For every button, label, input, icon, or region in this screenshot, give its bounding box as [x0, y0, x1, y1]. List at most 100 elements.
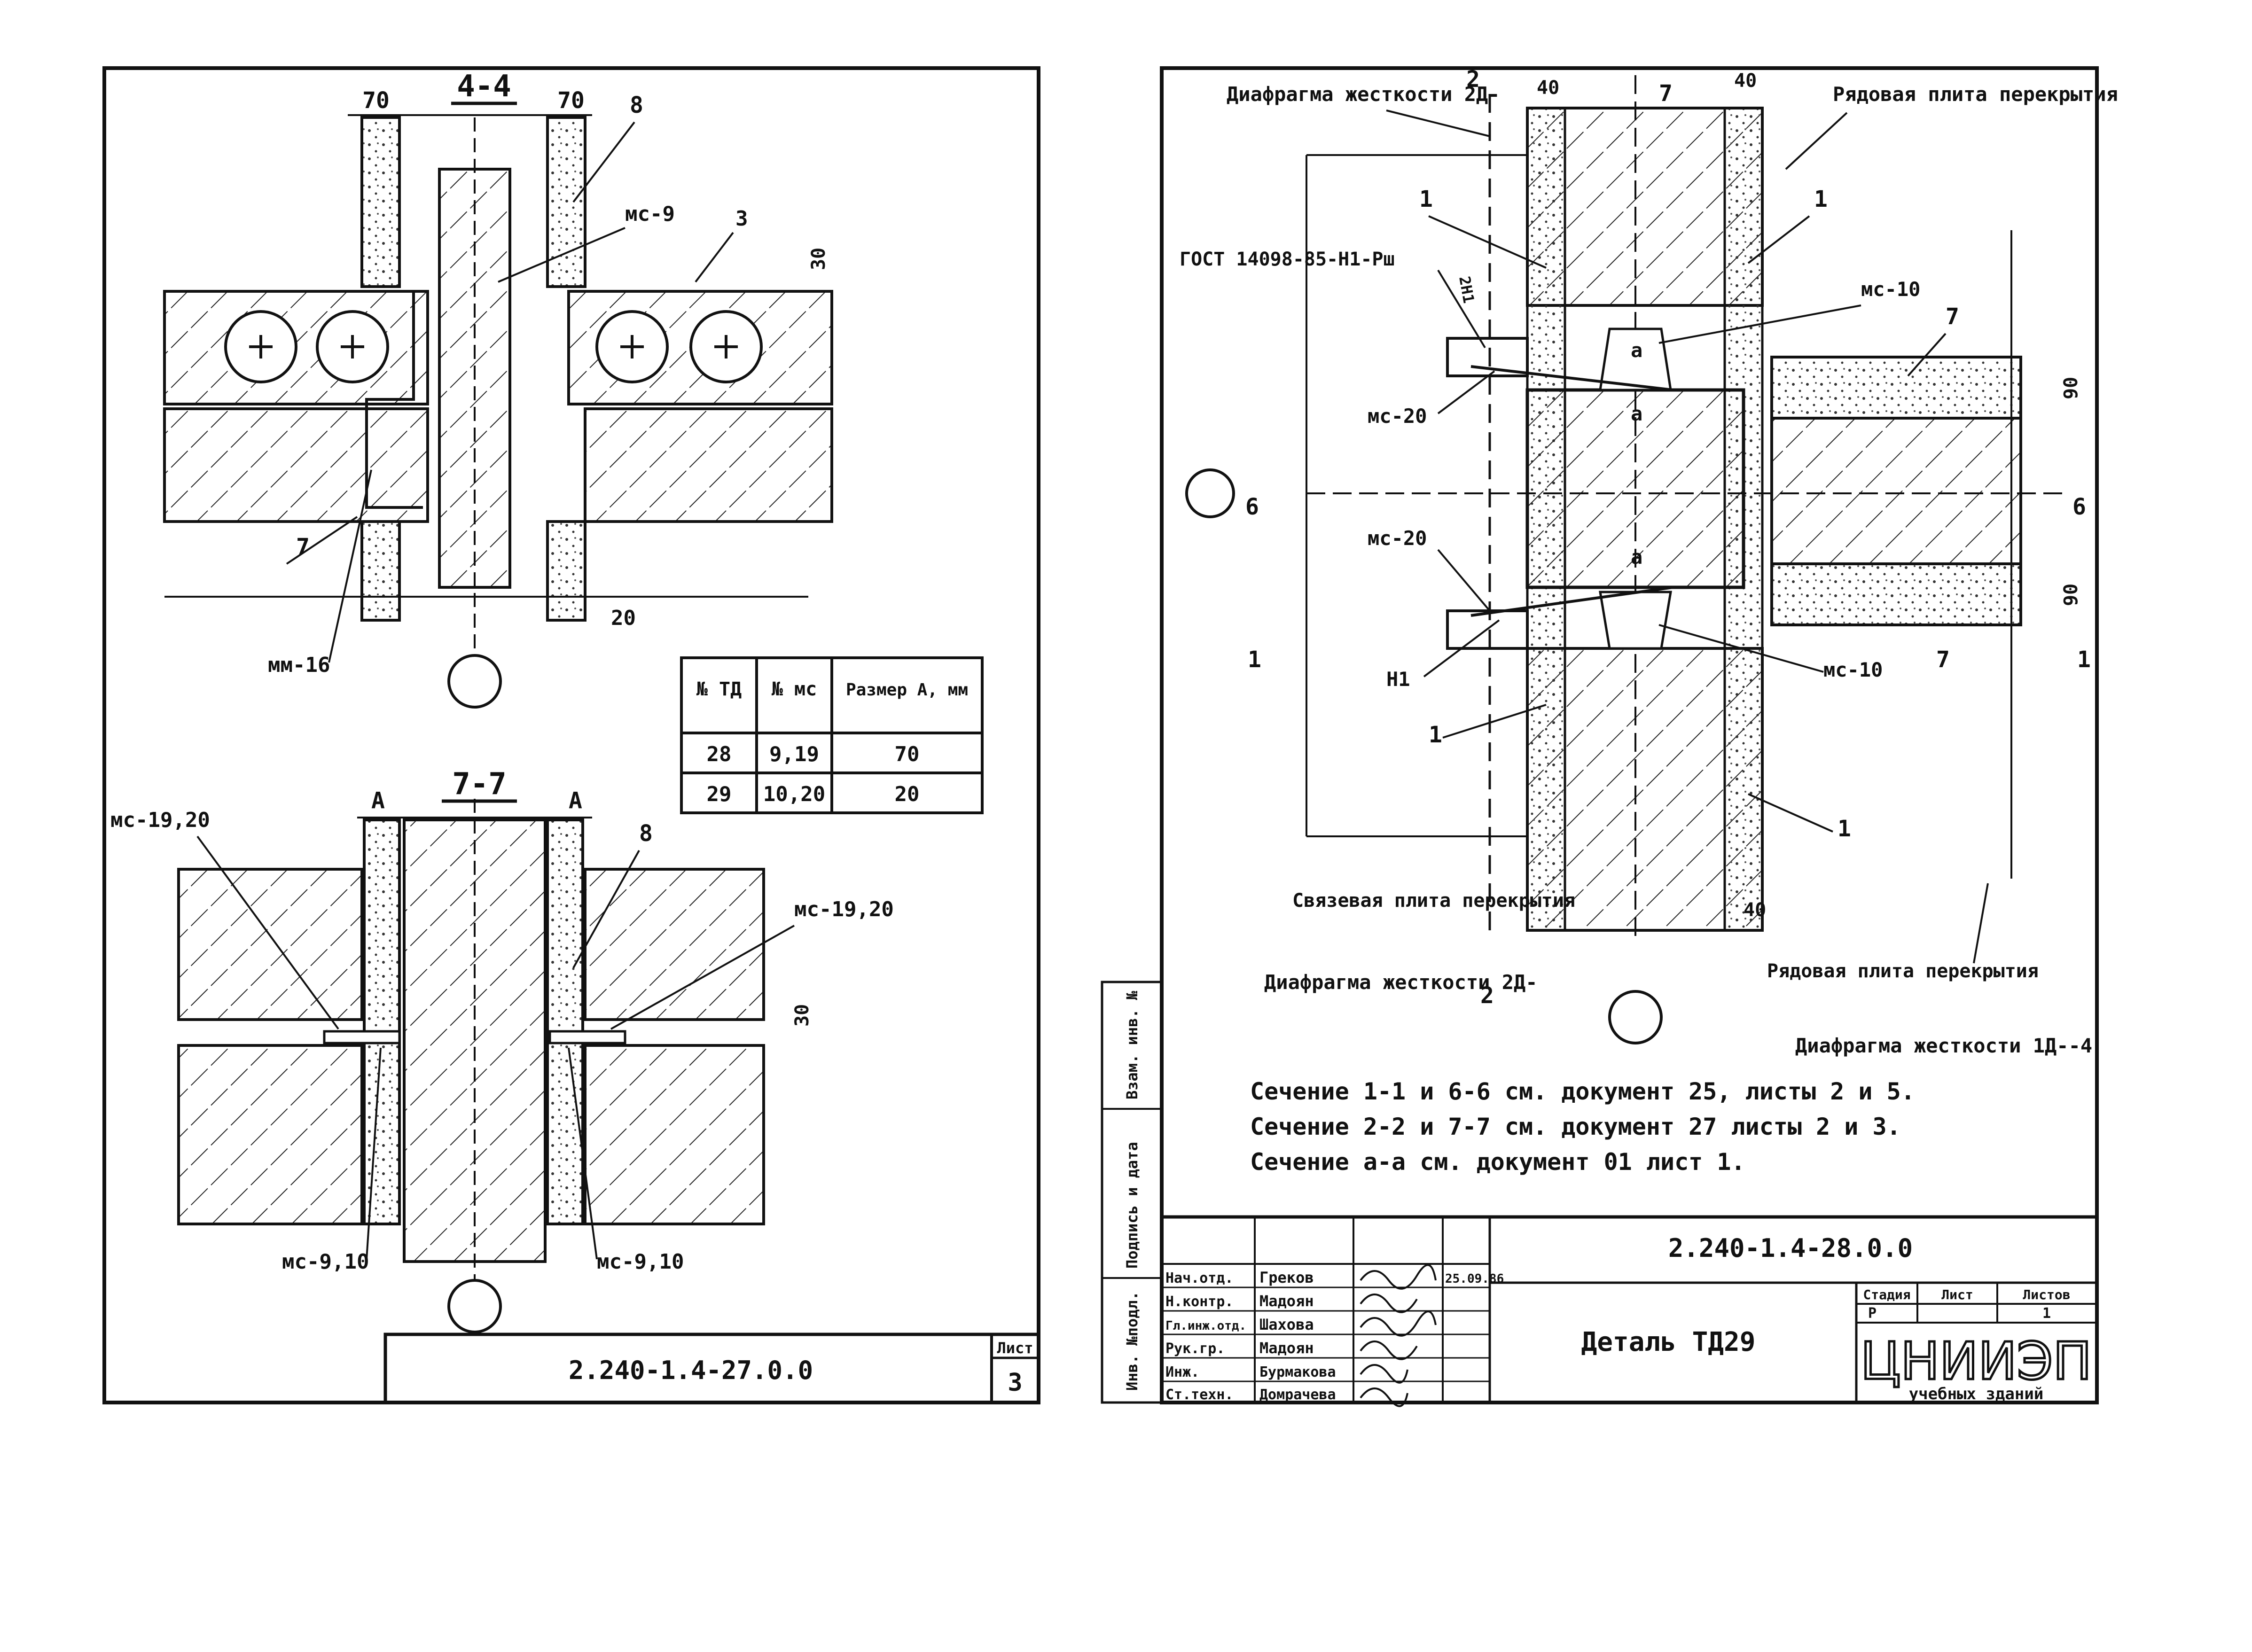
dim-40-a: 40 [1537, 77, 1559, 99]
leader-n1 [1423, 619, 1500, 678]
leader-mc10-top [1658, 304, 1861, 344]
label-a-top: а [1631, 339, 1642, 362]
table-header-size: Размер А, мм [846, 680, 968, 700]
leader-mc1920-left [196, 835, 339, 1030]
label-a-mid: а [1631, 402, 1642, 425]
label-diaphragm-2d-bottom: Диафрагма жесткости 2Д- [1264, 971, 1538, 994]
section-4-4-title: 4-4 [457, 69, 511, 104]
dim-90-bottom: 90 [2060, 584, 2082, 606]
table-r1-mc: 9,19 [769, 742, 819, 766]
label-mc1920-left: мс-19,20 [110, 808, 210, 832]
org-subtitle: учебных зданий [1909, 1385, 2044, 1403]
right-sheet: Инв. №подл. Подпись и дата Взам. инв. № [1101, 66, 2118, 1407]
leader-mc9 [498, 227, 626, 283]
label-n1: Н1 [1386, 668, 1410, 691]
name-1: Мадоян [1259, 1292, 1314, 1310]
org-logo: ЦНИИЭП [1861, 1331, 2092, 1391]
leader-8-7-7 [572, 850, 640, 968]
right-drawing-code: 2.240-1.4-28.0.0 [1668, 1233, 1913, 1263]
stamp-vzam-inv: Взам. инв. № [1123, 990, 1141, 1099]
table-r1-td: 28 [707, 742, 732, 766]
lower-wall-right [546, 520, 586, 622]
leader-8 [572, 121, 635, 203]
left-sheet-number: 3 [1008, 1369, 1022, 1397]
stamp-inv-podl: Инв. №подл. [1123, 1291, 1141, 1391]
anchor-lower [1599, 591, 1672, 650]
leader-diaphragm-top [1386, 109, 1490, 137]
detail-td29: Диафрагма жесткости 2Д- 2 40 7 40 Рядова… [1180, 66, 2118, 1057]
signatures [1360, 1264, 1437, 1407]
label-mc910-right: мс-9,10 [597, 1250, 684, 1274]
rod-lower [1470, 586, 1673, 617]
role-4: Инж. [1165, 1364, 1199, 1380]
table-header-td: № ТД [696, 678, 742, 700]
role-1: Н.контр. [1165, 1294, 1234, 1310]
note-3: Сечение а-а см. документ 01 лист 1. [1250, 1148, 1745, 1176]
slab-void-icons [224, 310, 763, 383]
sign-date: 25.09.86 [1445, 1272, 1504, 1286]
right-titleblock: 2.240-1.4-28.0.0 Нач.отд. Н.контр. Гл.ин… [1160, 1215, 2099, 1407]
leader-gost [1437, 269, 1486, 349]
section-marker-right-bottom [1608, 990, 1663, 1044]
label-diaphragm-2d-top: Диафрагма жесткости 2Д- [1227, 83, 1500, 106]
leader-row-slab-bottom [1973, 883, 1989, 964]
rod-upper [1470, 365, 1673, 391]
dim-40-b: 40 [1734, 70, 1757, 92]
stage-value: Р [1868, 1305, 1877, 1322]
sheets-label: Листов [2023, 1287, 2070, 1302]
label-a-bottom: а [1631, 545, 1642, 569]
label-tie-slab: Связевая плита перекрытия [1292, 890, 1575, 912]
leader-7 [286, 516, 358, 565]
role-0: Нач.отд. [1165, 1270, 1234, 1286]
label-row-slab-top: Рядовая плита перекрытия [1833, 83, 2118, 106]
notes: Сечение 1-1 и 6-6 см. документ 25, листы… [1250, 1078, 1915, 1176]
slab-right-body [1770, 417, 2022, 565]
label-gost: ГОСТ 14098-85-Н1-Рш [1180, 249, 1395, 270]
size-table: № ТД № мс Размер А, мм 28 9,19 70 29 10,… [680, 656, 984, 814]
role-3: Рук.гр. [1165, 1340, 1225, 1357]
row-slab-right [1770, 356, 2022, 420]
table-r2-td: 29 [707, 782, 732, 806]
label-8: 8 [630, 92, 643, 118]
slab-7-7-lower-right [584, 1044, 765, 1225]
slab-7-7-lower-left [177, 1044, 363, 1225]
label-1d: 1 [1838, 816, 1851, 842]
cut-1-left: 1 [1248, 647, 1261, 673]
section-marker-7-7 [447, 1279, 502, 1333]
lower-slab-left [163, 407, 429, 523]
wall-gap-left [363, 818, 401, 1225]
side-stamp: Инв. №подл. Подпись и дата Взам. инв. № [1101, 981, 1163, 1404]
slab-7-7-upper-right [584, 868, 765, 1021]
label-1c: 1 [1429, 722, 1442, 748]
section-marker-4-4 [447, 654, 502, 709]
leader-1b [1747, 215, 1810, 264]
mark-7-top: 7 [1659, 80, 1673, 107]
left-drawing-code: 2.240-1.4-27.0.0 [569, 1356, 813, 1385]
label-7a: 7 [1946, 304, 1959, 330]
label-mc10-bottom: мс-10 [1823, 658, 1883, 681]
name-5: Домрачева [1259, 1387, 1336, 1403]
section-4-4: 4-4 70 70 [163, 69, 833, 709]
sheet-label: Лист [1941, 1287, 1973, 1302]
table-header-mc: № мс [772, 678, 817, 700]
label-mc20-top: мс-20 [1368, 405, 1427, 428]
label-1b: 1 [1814, 186, 1828, 212]
row-slab-right-lower [1770, 562, 2022, 626]
label-diaphragm-1d: Диафрагма жесткости 1Д--4 [1795, 1034, 2092, 1057]
name-2: Шахова [1259, 1316, 1314, 1333]
mm16-bent-bar [365, 291, 423, 509]
section-marker-right-left [1185, 468, 1235, 518]
upper-wall-left [360, 116, 401, 288]
leader-3 [695, 232, 734, 283]
upper-wall-right [546, 116, 586, 288]
leader-7a [1907, 333, 1947, 377]
left-titleblock: 2.240-1.4-27.0.0 Лист 3 [383, 1333, 1040, 1404]
label-mc9: мс-9 [625, 202, 675, 226]
name-0: Греков [1259, 1269, 1314, 1286]
dim-20: 20 [611, 606, 636, 630]
label-mc10-top: мс-10 [1861, 278, 1920, 301]
drawing-title: Деталь ТД29 [1581, 1327, 1756, 1357]
leader-1d [1748, 793, 1833, 833]
lower-slab-right [584, 407, 833, 523]
